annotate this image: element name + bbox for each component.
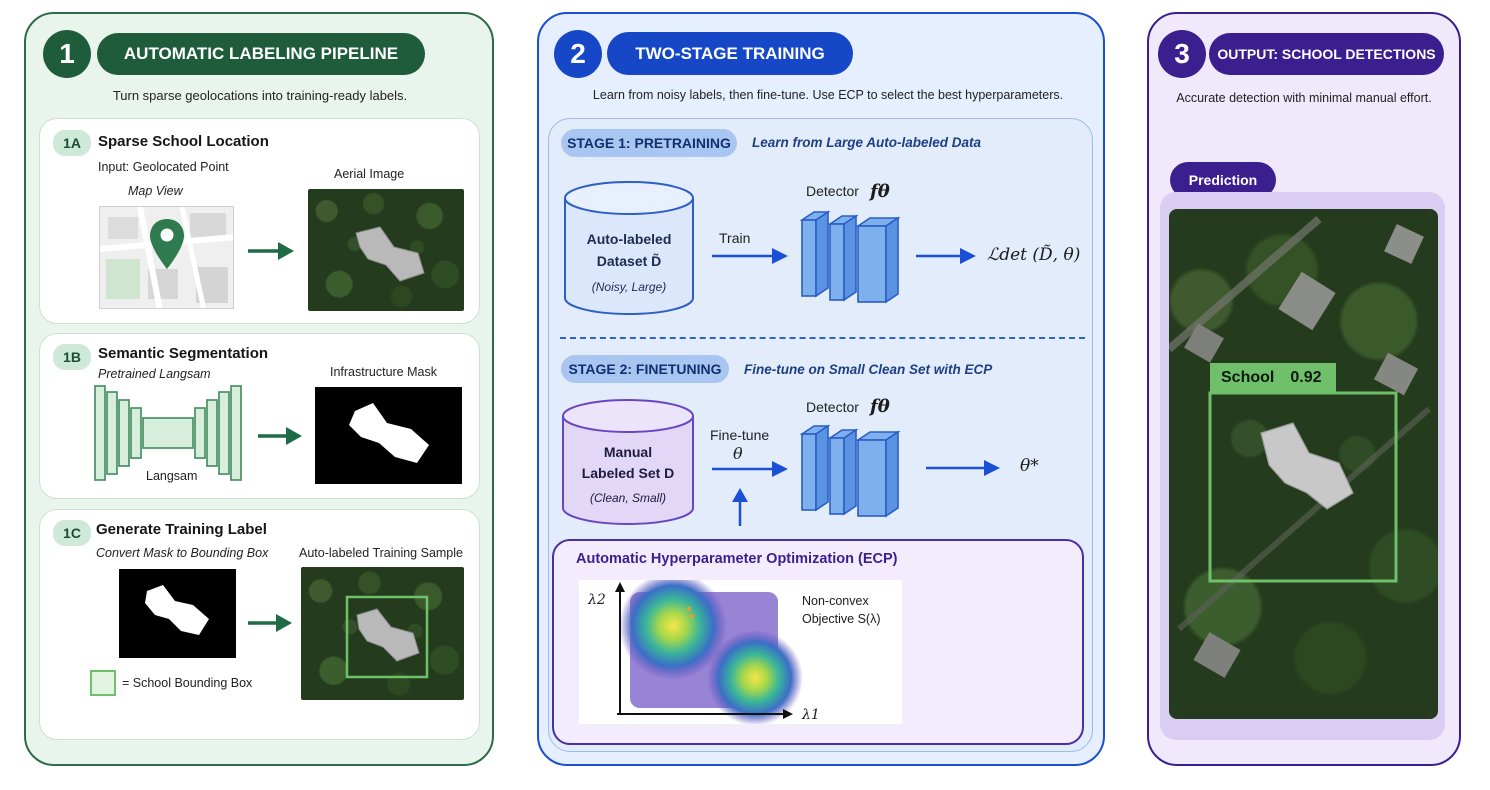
arrow-right-icon (916, 248, 976, 264)
mask-small-image (119, 569, 236, 658)
card-1a-title: Sparse School Location (98, 133, 269, 150)
card-1a-input-label: Input: Geolocated Point (98, 160, 229, 174)
card-1a-aerial-label: Aerial Image (334, 167, 405, 181)
stage2-arrow-label-1: Fine-tune (710, 427, 770, 443)
card-1c-sample-label: Auto-labeled Training Sample (299, 546, 463, 560)
panel1-title-pill: AUTOMATIC LABELING PIPELINE (97, 33, 425, 75)
stage1-detector-symbol: fθ (870, 181, 890, 202)
detection-class: School (1221, 369, 1275, 386)
stage2-db-line3: (Clean, Small) (589, 491, 667, 505)
panel3-subtitle: Accurate detection with minimal manual e… (1176, 91, 1432, 105)
card-1b-mask-label: Infrastructure Mask (330, 365, 437, 379)
arrow-right-icon (248, 614, 292, 632)
card-1b-model-label: Pretrained Langsam (98, 367, 211, 381)
panel2-title-pill: TWO-STAGE TRAINING (607, 32, 853, 75)
detection-score: 0.92 (1290, 369, 1322, 386)
card-1a-map-label: Map View (128, 184, 183, 198)
stage1-detector-label: Detector (806, 183, 859, 199)
arrow-right-icon (248, 242, 294, 260)
detector-layers-icon (800, 210, 901, 304)
card-1b-network-label: Langsam (146, 469, 198, 483)
objective-plot (579, 572, 902, 726)
stage2-detector-symbol: fθ (870, 396, 890, 417)
panel3-number-circle: 3 (1158, 30, 1206, 78)
card-1c-legend-label: = School Bounding Box (122, 676, 253, 690)
card-1c-title: Generate Training Label (96, 521, 267, 538)
card-1c-convert-label: Convert Mask to Bounding Box (96, 546, 269, 560)
bounding-box-legend-swatch (90, 670, 116, 696)
infrastructure-mask-image (315, 387, 462, 484)
hpo-axis-y: λ2 (588, 592, 606, 608)
langsam-network-icon (94, 385, 242, 481)
stage1-desc: Learn from Large Auto-labeled Data (752, 135, 982, 150)
stage2-db-text: Manual Labeled Set D (Clean, Small) (561, 442, 695, 509)
database-icon (564, 181, 694, 315)
arrow-right-icon (712, 461, 788, 477)
stage1-db-line3: (Noisy, Large) (591, 280, 667, 294)
card-1b-badge: 1B (53, 344, 91, 370)
stage2-pill: STAGE 2: FINETUNING (561, 355, 729, 383)
arrow-up-icon (732, 488, 748, 526)
card-1c-badge: 1C (53, 520, 91, 546)
auto-labeled-sample-image (301, 567, 464, 700)
stage2-db-line1: Manual (603, 444, 653, 460)
arrow-right-icon (712, 248, 788, 264)
card-1a-badge: 1A (53, 130, 91, 156)
stage2-desc: Fine-tune on Small Clean Set with ECP (744, 362, 993, 377)
stage1-db-line2: Dataset D̃ (596, 253, 662, 269)
stage-divider (560, 337, 1085, 339)
panel1-number-circle: 1 (43, 30, 91, 78)
hpo-axis-x: λ1 (802, 707, 820, 723)
panel3-title-pill: OUTPUT: SCHOOL DETECTIONS (1209, 33, 1444, 75)
stage1-arrow-label: Train (719, 230, 751, 246)
aerial-image (308, 189, 464, 311)
stage2-arrow-label-2: θ (733, 444, 743, 463)
stage2-output-symbol: θ* (1020, 456, 1039, 476)
hpo-title: Automatic Hyperparameter Optimization (E… (576, 551, 898, 567)
detector-layers-icon (800, 424, 901, 518)
panel1-subtitle: Turn sparse geolocations into training-r… (112, 88, 408, 103)
stage2-detector-label: Detector (806, 399, 859, 415)
stage1-pill: STAGE 1: PRETRAINING (561, 129, 737, 157)
stage1-db-line1: Auto-labeled (586, 231, 672, 247)
stage1-loss-symbol: ℒdet (D̃, θ) (987, 245, 1081, 265)
prediction-aerial-image (1169, 209, 1438, 719)
database-icon (562, 399, 694, 525)
card-1b-title: Semantic Segmentation (98, 345, 269, 362)
stage1-db-text: Auto-labeled Dataset D̃ (Noisy, Large) (563, 228, 695, 298)
stage2-db-line2: Labeled Set D (581, 465, 675, 481)
arrow-right-icon (258, 427, 302, 445)
hpo-objective-line2: Objective S(λ) (802, 612, 881, 626)
map-pin-icon (150, 219, 184, 269)
detection-label-box: School 0.92 (1210, 363, 1336, 393)
panel2-subtitle: Learn from noisy labels, then fine-tune.… (592, 88, 1064, 102)
panel2-number-circle: 2 (554, 30, 602, 78)
arrow-right-icon (926, 460, 1000, 476)
hpo-objective-label: Non-convex Objective S(λ) (802, 592, 881, 628)
hpo-objective-line1: Non-convex (802, 594, 869, 608)
